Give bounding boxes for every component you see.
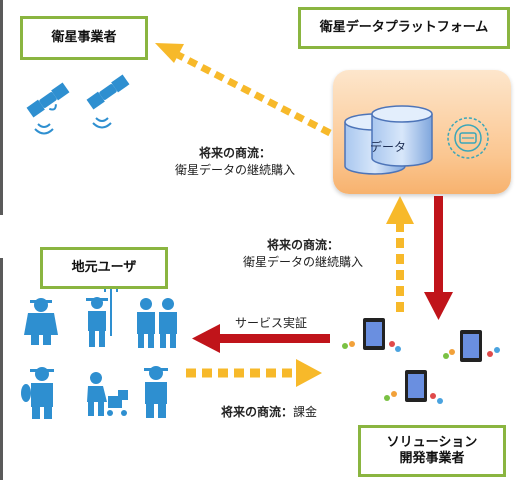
tablet-icon xyxy=(384,370,443,404)
billing-flow-label: 将来の商流：課金 xyxy=(194,404,344,421)
farmer-icon xyxy=(24,298,58,345)
future-flow-label-top: 将来の商流： 衛星データの継続購入 xyxy=(160,145,310,180)
farmer-vegetable-icon xyxy=(21,367,54,419)
satellite-icon xyxy=(86,74,130,110)
service-demo-label: サービス実証 xyxy=(226,315,316,332)
service-demo-text: サービス実証 xyxy=(234,316,307,330)
tablet-icon xyxy=(342,318,401,352)
solution-developer-box: ソリューション 開発事業者 xyxy=(358,425,506,477)
left-edge-rule xyxy=(0,258,3,480)
billing-text: 課金 xyxy=(293,405,318,419)
tablet-icon xyxy=(443,330,500,362)
dashed-arrow-to-platform xyxy=(386,196,414,312)
satellite-operator-box: 衛星事業者 xyxy=(20,16,148,60)
dashed-arrow-to-satellite-operator xyxy=(155,43,332,137)
future-flow-label-mid: 将来の商流： 衛星データの継続購入 xyxy=(228,237,378,272)
database-icon xyxy=(344,105,433,175)
continued-purchase-text: 衛星データの継続購入 xyxy=(242,255,363,270)
database-label: データ xyxy=(370,139,406,154)
future-flow-title: 将来の商流： xyxy=(266,238,339,252)
data-platform-label: 衛星データプラットフォーム xyxy=(319,19,489,35)
dashed-arrow-billing xyxy=(186,359,322,387)
satellite-operator-label: 衛星事業者 xyxy=(51,29,117,45)
solution-developer-label-line2: 開発事業者 xyxy=(399,451,465,466)
signal-icon xyxy=(34,123,54,135)
local-user-box: 地元ユーザ xyxy=(40,247,168,289)
satellite-icon xyxy=(26,82,70,118)
solid-arrow-to-solution xyxy=(424,196,453,320)
couple-icon xyxy=(137,298,177,348)
billing-flow-title: 将来の商流： xyxy=(220,405,293,419)
solution-developer-label-line1: ソリューション xyxy=(386,434,478,450)
signal-icon xyxy=(92,117,112,129)
future-flow-title: 将来の商流： xyxy=(198,146,271,160)
solid-arrow-service-demo xyxy=(192,324,330,353)
fisherman-icon xyxy=(144,366,168,418)
worker-cart-icon xyxy=(87,372,128,416)
data-platform-box: 衛星データプラットフォーム xyxy=(298,7,510,49)
continued-purchase-text: 衛星データの継続購入 xyxy=(174,163,295,178)
data-ring-icon xyxy=(447,117,489,159)
left-edge-rule xyxy=(0,0,3,215)
farmer-pitchfork-icon xyxy=(86,286,118,347)
local-user-label: 地元ユーザ xyxy=(71,259,137,275)
